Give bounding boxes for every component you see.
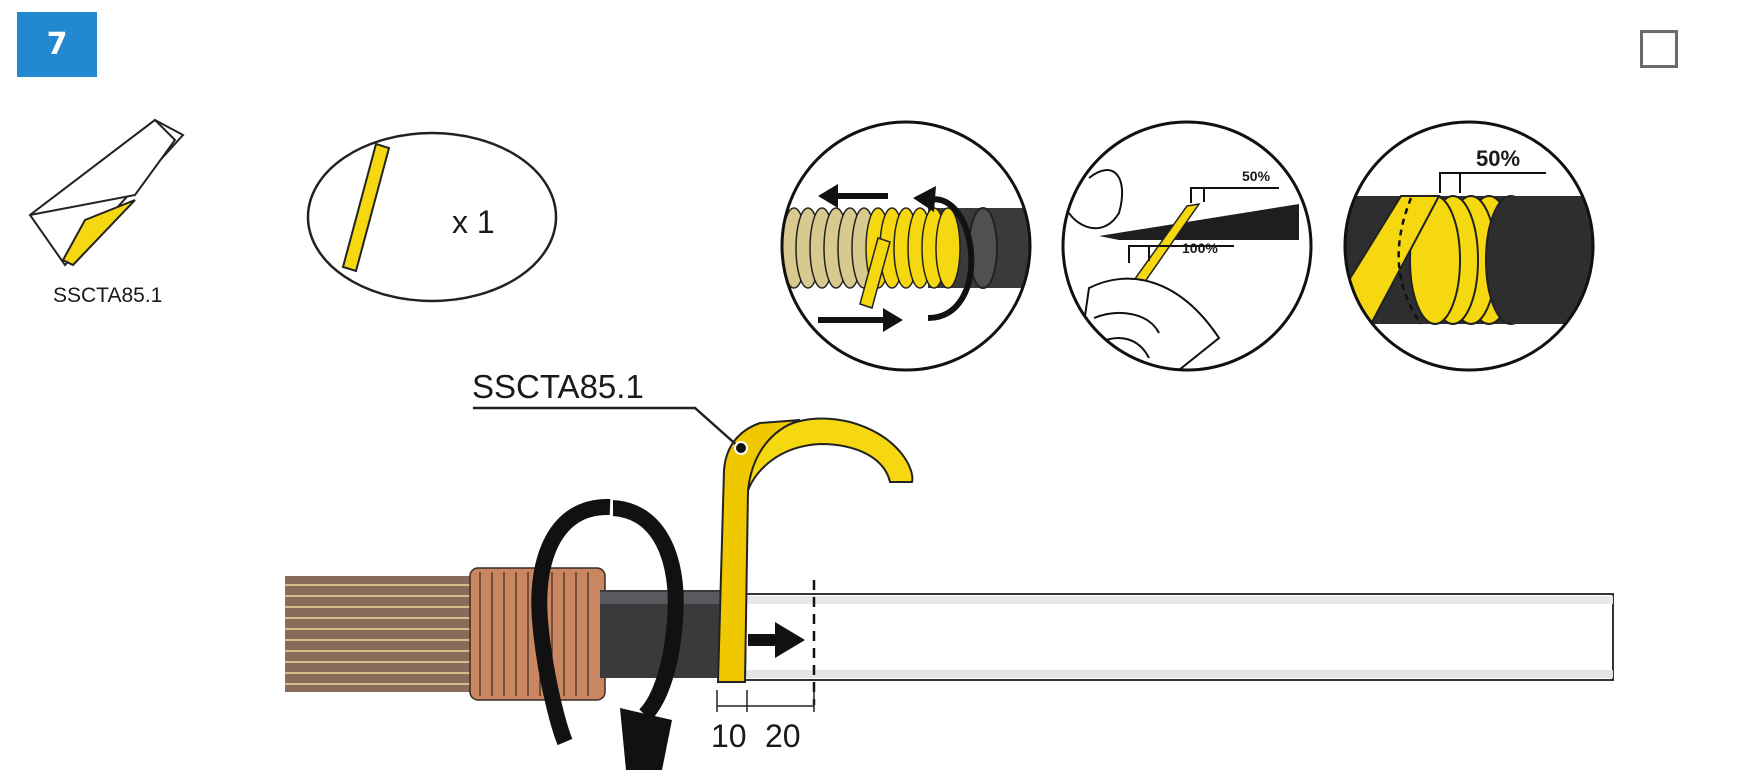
- dimension-second-label: 20: [765, 718, 801, 754]
- tape-package-icon: [28, 118, 185, 267]
- material-label: SSCTA85.1: [53, 284, 163, 307]
- direction-arrow-icon: [748, 622, 805, 658]
- tape-strip-icon: [341, 142, 391, 273]
- rotation-arrow-icon: [531, 498, 684, 770]
- final-percent-label: 50%: [1476, 146, 1521, 171]
- outer-sheath: [744, 593, 1614, 681]
- quantity-label: x 1: [452, 204, 495, 240]
- detail-final-overlap: [1343, 120, 1595, 372]
- overlap-bottom-percent: 100%: [1182, 240, 1218, 256]
- step-complete-checkbox[interactable]: [1640, 30, 1678, 68]
- dimension-first-label: 10: [711, 718, 747, 754]
- detail-tape-overlap: [1061, 120, 1313, 372]
- detail-wrapping-direction: [780, 120, 1032, 372]
- tape-wrap: [716, 417, 914, 683]
- overlap-top-percent: 50%: [1242, 168, 1271, 184]
- callout-leader-line: [473, 406, 741, 449]
- step-number-badge: 7: [17, 12, 97, 77]
- conductor-strands: [285, 567, 606, 701]
- dimension-lines: [716, 690, 815, 712]
- callout-label: SSCTA85.1: [472, 368, 644, 405]
- quantity-ellipse: [306, 131, 558, 303]
